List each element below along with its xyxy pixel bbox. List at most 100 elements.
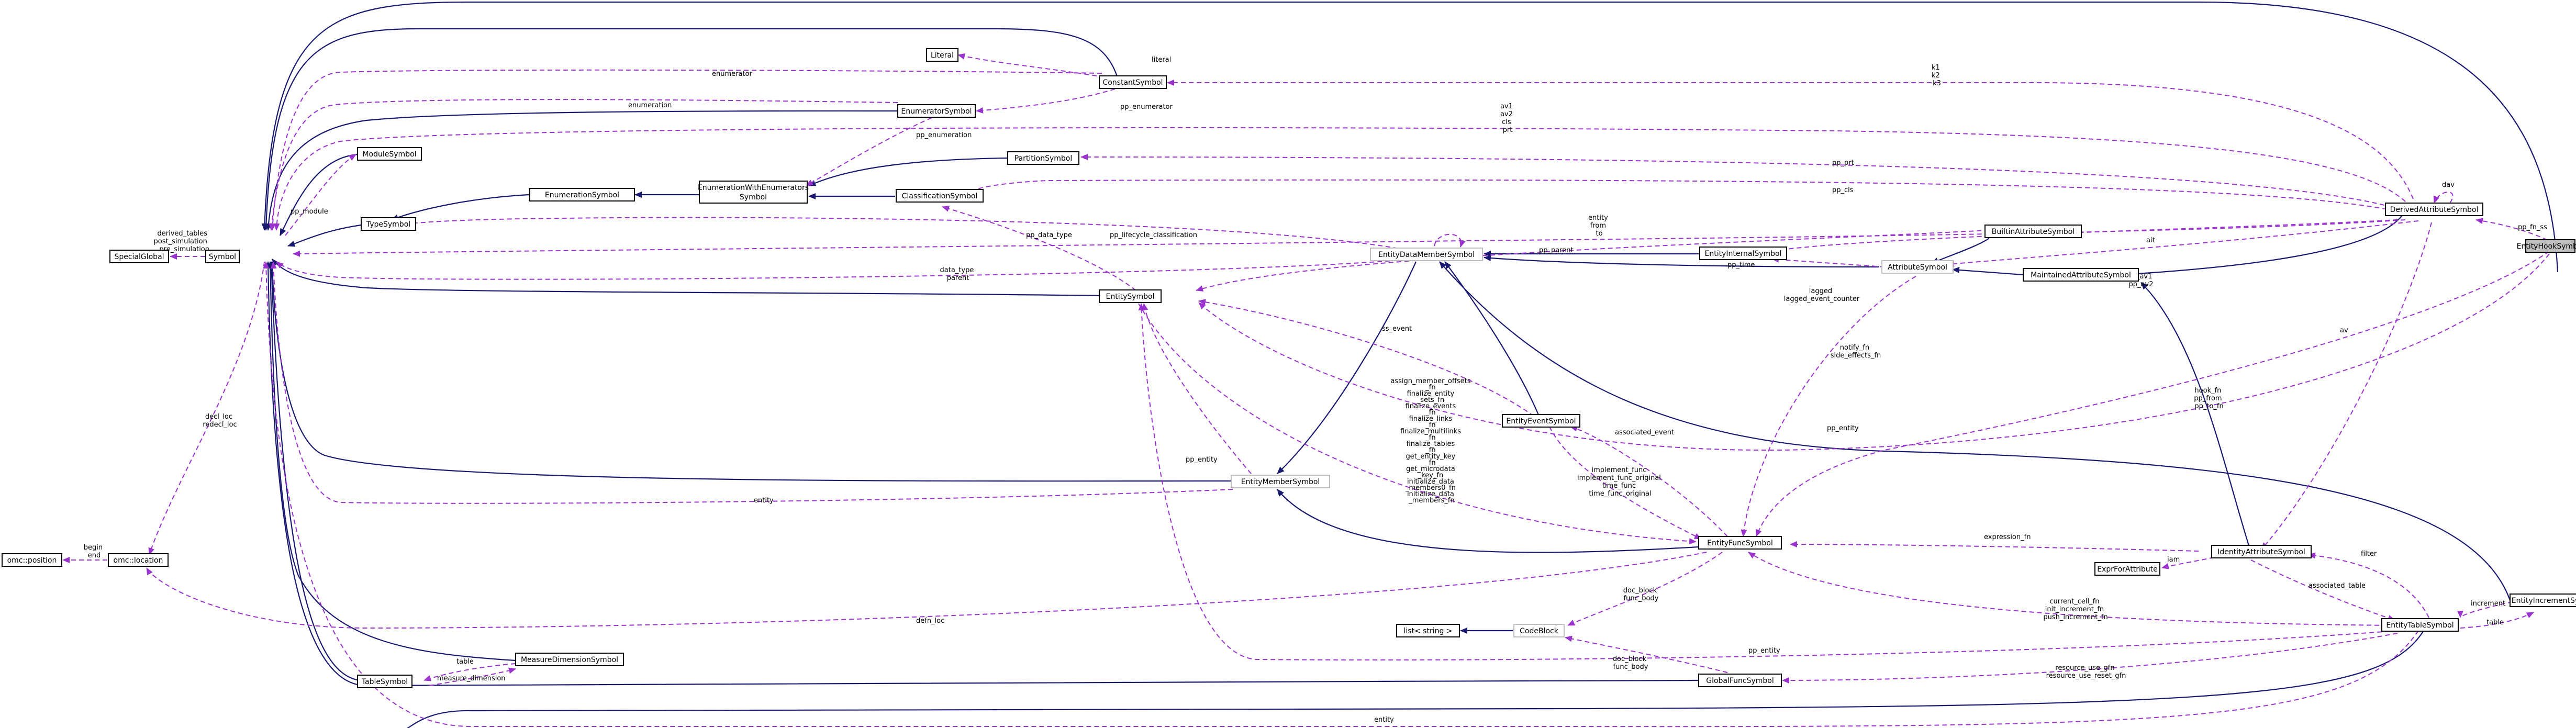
svg-text:MaintainedAttributeSymbol: MaintainedAttributeSymbol [2031,271,2131,279]
edge-labels: derived_tables post_simulation pre_simul… [84,56,2547,724]
svg-text:EntityTableSymbol: EntityTableSymbol [2386,621,2454,630]
svg-text:EntityInternalSymbol: EntityInternalSymbol [1705,250,1782,258]
edge-module-symbol [280,153,359,236]
node-partition-symbol[interactable]: PartitionSymbol [1007,151,1079,165]
svg-text:ConstantSymbol: ConstantSymbol [1102,79,1163,87]
svg-text:ExprForAttribute: ExprForAttribute [2097,565,2157,574]
label-av-single: av [2340,327,2348,334]
svg-text:DerivedAttributeSymbol: DerivedAttributeSymbol [2390,206,2479,214]
svg-text:EntityIncrementSymbol: EntityIncrementSymbol [2512,597,2576,605]
node-code-block[interactable]: CodeBlock [1513,624,1565,637]
label-table-2: table [456,658,474,666]
label-implement-func: implement_func implement_func_original t… [1577,466,1663,498]
edge-measuredim-symbol [267,261,516,662]
svg-text:BuiltinAttributeSymbol: BuiltinAttributeSymbol [1992,228,2075,236]
svg-text:IdentityAttributeSymbol: IdentityAttributeSymbol [2217,548,2305,556]
label-pp-enumerator: pp_enumerator [1120,103,1173,111]
label-entity-2: entity [1374,716,1394,724]
node-list-string[interactable]: list< string > [1396,624,1460,637]
node-table-symbol[interactable]: TableSymbol [357,675,412,688]
node-builtin-attribute-symbol[interactable]: BuiltinAttributeSymbol [1984,225,2082,238]
label-table: table [2486,619,2504,626]
label-dav: dav [2442,181,2455,189]
label-pp-fn-ss: pp_fn_ss [2518,223,2547,231]
svg-text:PartitionSymbol: PartitionSymbol [1014,154,1073,163]
node-entity-symbol[interactable]: EntitySymbol [1099,289,1162,303]
edge-entitytable-table [406,630,2424,728]
node-enumeration-with-enumerators-symbol[interactable]: EnumerationWithEnumerators Symbol [698,181,809,204]
node-classification-symbol[interactable]: ClassificationSymbol [896,189,984,203]
node-attribute-symbol[interactable]: AttributeSymbol [1881,260,1954,274]
label-entity-from-to: entity from to [1588,214,1610,238]
svg-text:AttributeSymbol: AttributeSymbol [1888,263,1947,272]
node-entity-func-symbol[interactable]: EntityFuncSymbol [1698,536,1782,550]
label-k: k1 k2 k3 [1932,64,1942,87]
node-global-func-symbol[interactable]: GlobalFuncSymbol [1698,674,1782,687]
svg-text:EntityDataMemberSymbol: EntityDataMemberSymbol [1378,251,1475,259]
svg-text:EnumerationSymbol: EnumerationSymbol [545,191,619,199]
svg-text:ModuleSymbol: ModuleSymbol [362,150,416,159]
node-literal[interactable]: Literal [926,48,958,62]
label-data-type-parent: data_type parent [940,266,976,282]
node-maintained-attribute-symbol[interactable]: MaintainedAttributeSymbol [2023,268,2139,282]
label-iam: iam [2167,556,2180,564]
edge-builtin-attribute [1931,238,1990,264]
label-pp-data-type: pp_data_type [1026,231,1072,239]
edge-identity-maintained [2140,282,2252,553]
node-enumeration-symbol[interactable]: EnumerationSymbol [529,188,635,201]
label-assign-member-offsets: assign_member_offsets _fn finalize_entit… [1390,377,1473,505]
node-derived-attribute-symbol[interactable]: DerivedAttributeSymbol [2385,203,2483,216]
edge-maintained-attribute [1952,266,2024,276]
edge-globalfunc-symbol [265,261,1699,687]
svg-text:EntitySymbol: EntitySymbol [1106,293,1154,301]
label-pp-cls: pp_cls [1832,186,1854,194]
label-enumerator: enumerator [712,70,753,78]
node-symbol[interactable]: Symbol [205,250,240,263]
edge-partition-ewe [808,157,1008,187]
svg-text:EntityEventSymbol: EntityEventSymbol [1506,417,1576,425]
node-entity-increment-symbol[interactable]: EntityIncrementSymbol [2510,593,2576,607]
edge-edm-entitymember [1277,261,1417,474]
svg-text:omc::position: omc::position [7,556,57,565]
label-defn-loc: defn_loc [916,617,944,625]
edge-func-entitymember [1277,489,1699,553]
label-associated-event: associated_event [1615,429,1674,436]
node-enumerator-symbol[interactable]: EnumeratorSymbol [897,104,976,118]
label-associated-table: associated_table [2309,582,2366,590]
svg-text:GlobalFuncSymbol: GlobalFuncSymbol [1706,677,1774,685]
edge-enumeration-type [391,194,529,221]
node-omc-position[interactable]: omc::position [2,553,62,567]
node-omc-location[interactable]: omc::location [108,553,169,567]
label-entity-1: entity [754,497,774,505]
svg-text:TableSymbol: TableSymbol [361,678,408,686]
node-expr-for-attribute[interactable]: ExprForAttribute [2094,562,2160,576]
edge-event-edm [1444,261,1540,417]
svg-text:ClassificationSymbol: ClassificationSymbol [902,192,978,200]
node-entity-internal-symbol[interactable]: EntityInternalSymbol [1699,247,1787,260]
label-pp-entity-1: pp_entity [1827,424,1859,432]
node-module-symbol[interactable]: ModuleSymbol [357,147,422,161]
svg-text:SpecialGlobal: SpecialGlobal [114,253,164,261]
edge-hook-symbol [261,1,2559,273]
node-entity-hook-symbol[interactable]: EntityHookSymbol [2517,239,2576,253]
node-measure-dimension-symbol[interactable]: MeasureDimensionSymbol [515,653,624,666]
node-entity-data-member-symbol[interactable]: EntityDataMemberSymbol [1370,248,1483,261]
node-type-symbol[interactable]: TypeSymbol [361,217,416,231]
label-enumeration: enumeration [628,102,672,109]
node-special-global[interactable]: SpecialGlobal [109,250,169,263]
node-identity-attribute-symbol[interactable]: IdentityAttributeSymbol [2211,545,2312,558]
nodes: EntityHookSymbol Symbol SpecialGlobal om… [2,48,2576,688]
node-entity-member-symbol[interactable]: EntityMemberSymbol [1231,475,1330,488]
node-entity-table-symbol[interactable]: EntityTableSymbol [2381,618,2459,632]
svg-text:list< string >: list< string > [1403,627,1452,635]
label-pp-enumeration: pp_enumeration [916,131,972,139]
edge-entity-symbol [272,259,1105,297]
node-constant-symbol[interactable]: ConstantSymbol [1099,75,1167,89]
label-increment: increment [2471,600,2505,608]
label-ss-event: ss_event [1382,325,1412,333]
label-notify-fn: notify_fn side_effects_fn [1831,344,1881,360]
node-entity-event-symbol[interactable]: EntityEventSymbol [1502,414,1580,428]
label-pp-entity-3: pp_entity [1748,647,1780,655]
svg-text:EnumeratorSymbol: EnumeratorSymbol [901,107,972,116]
